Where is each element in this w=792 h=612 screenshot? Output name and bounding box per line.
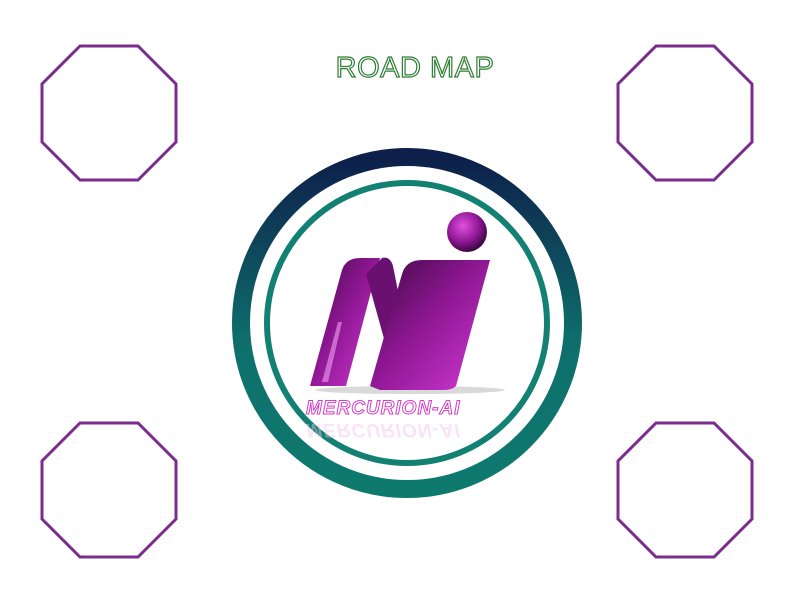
mercurion-logo-icon xyxy=(232,148,582,498)
octagon-bottom-left-icon xyxy=(40,421,178,559)
octagon-top-right-icon xyxy=(616,44,754,182)
brand-name-reflection: MERCURION-AI xyxy=(306,419,461,440)
brand-name: MERCURION-AI xyxy=(306,398,461,420)
octagon-bottom-right-icon xyxy=(616,421,754,559)
octagon-top-left-icon xyxy=(40,44,178,182)
page-title: ROAD MAP xyxy=(335,51,495,84)
